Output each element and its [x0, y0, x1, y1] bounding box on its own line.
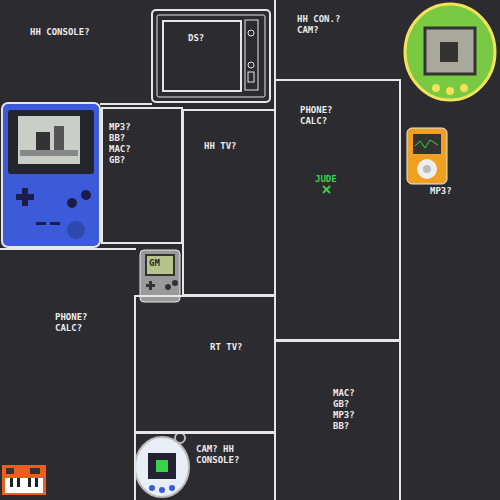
white-tamagotchi-icon	[135, 437, 189, 497]
green-tamagotchi-icon	[425, 28, 475, 74]
gameboy-color-icon	[36, 132, 50, 150]
room-box: DS?	[162, 20, 242, 92]
gameboy-color-icon	[54, 126, 64, 150]
tv-icon	[245, 20, 258, 90]
gameboy-color-icon	[81, 190, 91, 200]
green-tamagotchi-icon	[446, 87, 454, 95]
cross-mark	[323, 186, 330, 193]
gameboy-color-icon	[2, 103, 100, 247]
room-label: CAM? HH CONSOLE?	[196, 444, 258, 466]
gameboy-color-icon	[22, 188, 28, 206]
note-label: HH CON.? CAM?	[297, 14, 345, 36]
room-label: PHONE? CALC?	[300, 105, 336, 127]
keyboard-icon	[35, 478, 38, 487]
keyboard-icon	[10, 478, 13, 487]
keyboard-icon	[2, 465, 46, 495]
green-tamagotchi-icon	[405, 4, 495, 100]
keyboard-icon	[30, 468, 40, 474]
gameboy-color-icon	[67, 221, 85, 239]
green-tamagotchi-icon	[432, 84, 440, 92]
keyboard-icon	[17, 478, 20, 487]
wall-line	[0, 248, 136, 250]
keyboard-icon	[28, 478, 31, 487]
room-box: MP3? BB? MAC? GB?	[101, 107, 183, 244]
gameboy-color-icon	[50, 222, 60, 225]
room-label: DS?	[188, 33, 204, 44]
tv-icon	[248, 62, 254, 68]
room-box: MAC? GB? MP3? BB?	[274, 340, 401, 500]
white-tamagotchi-icon	[148, 453, 176, 479]
gameboy-color-icon	[20, 150, 78, 156]
white-tamagotchi-icon	[135, 433, 189, 497]
room-label: MP3? BB? MAC? GB?	[109, 122, 139, 166]
room-box: PHONE? CALC?	[274, 79, 401, 341]
room-label: RT TV?	[210, 342, 243, 353]
room-box: HH TV?	[182, 109, 276, 296]
note-label: PHONE? CALC?	[55, 312, 91, 334]
green-tamagotchi-icon	[405, 4, 495, 100]
tv-icon	[248, 30, 254, 36]
white-tamagotchi-icon	[149, 485, 155, 491]
tv-icon	[157, 15, 265, 97]
note-label: HH CONSOLE?	[30, 27, 90, 38]
gameboy-pocket-icon	[149, 281, 152, 290]
cross-mark	[323, 186, 330, 193]
gameboy-color-icon	[8, 110, 94, 174]
room-box: RT TV?	[134, 295, 276, 433]
tv-icon	[152, 10, 270, 102]
cross-mark	[323, 186, 330, 193]
gameboy-color-icon	[18, 116, 80, 164]
wall-line	[274, 0, 276, 81]
mp3-player-icon	[415, 140, 438, 148]
gameboy-color-icon	[67, 198, 77, 208]
wall-line	[100, 103, 152, 105]
mp3-player-icon	[413, 134, 441, 154]
white-tamagotchi-icon	[159, 487, 165, 493]
gameboy-pocket-icon	[165, 284, 171, 290]
gameboy-pocket-icon	[147, 256, 173, 274]
note-label: GM	[149, 258, 160, 269]
note-label: JUDE	[315, 174, 337, 185]
green-tamagotchi-icon	[460, 84, 468, 92]
room-label: MAC? GB? MP3? BB?	[333, 388, 363, 432]
keyboard-icon	[2, 465, 46, 495]
gameboy-color-icon	[36, 222, 46, 225]
gameboy-color-icon	[2, 103, 100, 247]
mp3-player-icon	[417, 159, 437, 179]
white-tamagotchi-icon	[169, 485, 175, 491]
gameboy-pocket-icon	[172, 280, 178, 286]
gameboy-pocket-icon	[145, 254, 175, 276]
mp3-player-icon	[407, 128, 447, 184]
mp3-player-icon	[423, 165, 431, 173]
room-box: CAM? HH CONSOLE?	[134, 432, 276, 500]
mp3-player-icon	[407, 128, 447, 184]
note-label: MP3?	[430, 186, 452, 197]
tv-icon	[248, 72, 254, 82]
keyboard-icon	[6, 468, 14, 474]
white-tamagotchi-icon	[156, 460, 168, 472]
green-tamagotchi-icon	[440, 42, 458, 62]
room-label: HH TV?	[204, 141, 237, 152]
keyboard-icon	[5, 478, 43, 493]
tv-icon	[152, 10, 270, 102]
wall-line	[0, 0, 400, 500]
